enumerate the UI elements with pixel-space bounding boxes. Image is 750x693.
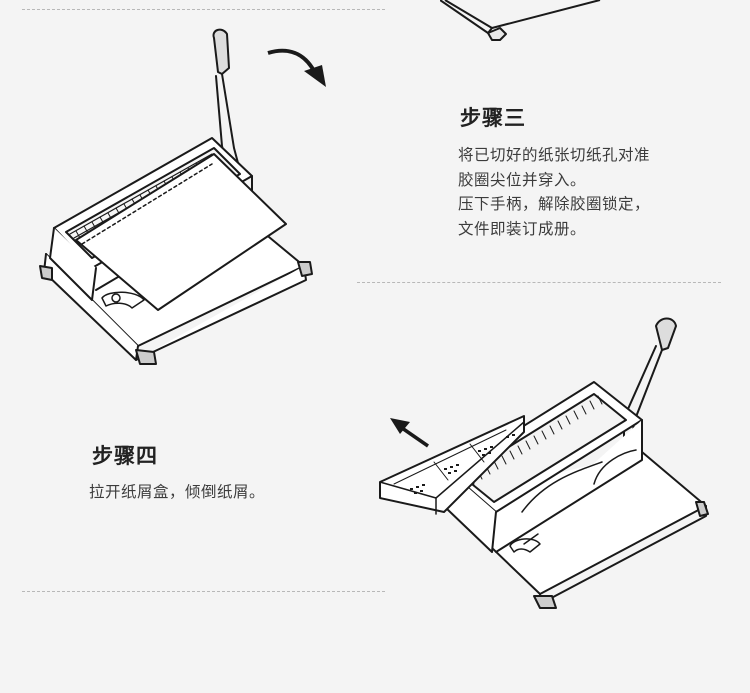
straight-arrow-icon <box>390 418 429 448</box>
step3-line-3: 压下手柄，解除胶圈锁定， <box>458 195 651 213</box>
divider-middle-right <box>357 282 721 283</box>
divider-bottom-left <box>22 591 385 592</box>
step4-line-1: 拉开纸屑盒，倾倒纸屑。 <box>89 483 266 501</box>
step3-description: 将已切好的纸张切纸孔对准 胶圈尖位并穿入。 压下手柄，解除胶圈锁定， 文件即装订… <box>458 143 650 241</box>
step3-line-1: 将已切好的纸张切纸孔对准 <box>458 146 651 164</box>
step3-line-4: 文件即装订成册。 <box>458 219 587 238</box>
step3-line-2: 胶圈尖位并穿入。 <box>458 170 587 189</box>
divider-top-left <box>22 9 385 10</box>
curved-arrow-icon <box>267 48 326 87</box>
step4-title: 步骤四 <box>92 444 158 468</box>
machine-illustration-previous-step <box>440 0 601 41</box>
step3-title: 步骤三 <box>460 106 526 130</box>
binding-machine-with-paper-illustration <box>39 28 313 365</box>
step4-description: 拉开纸屑盒，倾倒纸屑。 <box>89 480 265 505</box>
binding-machine-waste-tray-illustration <box>379 317 709 609</box>
